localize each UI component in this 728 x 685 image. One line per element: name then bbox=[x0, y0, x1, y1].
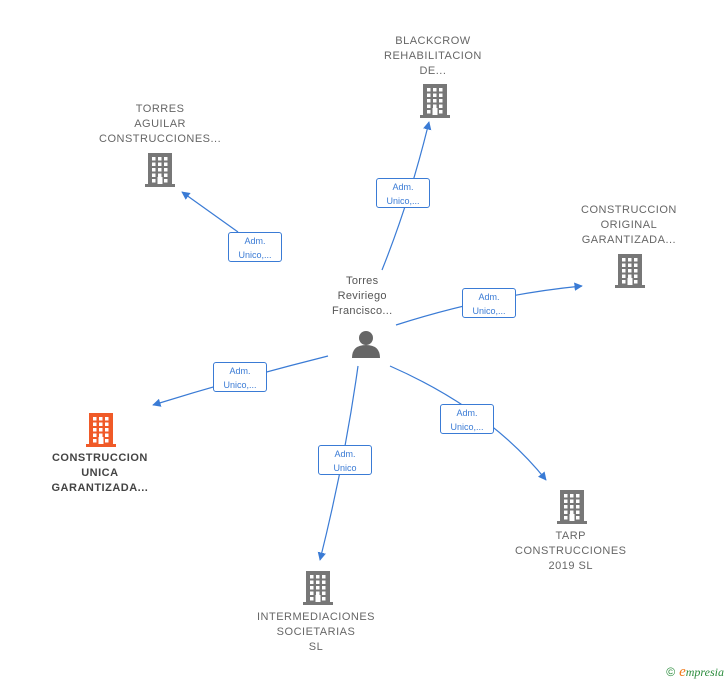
edge-label-intermediaciones[interactable]: Adm. Unico bbox=[318, 445, 372, 475]
company-label-tarp-line: 2019 SL bbox=[548, 560, 593, 572]
copyright-symbol: © bbox=[666, 665, 676, 679]
edge-label-line: Adm. bbox=[244, 236, 266, 246]
person-name-label-line: Reviriego bbox=[337, 290, 387, 302]
edge-label-line: Adm. bbox=[478, 292, 500, 302]
edge-label-line: Adm. bbox=[456, 408, 478, 418]
company-label-construccion-unica-line: GARANTIZADA... bbox=[51, 482, 149, 494]
edge-label-line: Unico bbox=[333, 463, 357, 473]
company-label-blackcrow[interactable]: BLACKCROW REHABILITACION DE... bbox=[384, 34, 482, 79]
company-label-intermediaciones-line: SL bbox=[308, 641, 324, 653]
company-label-construccion-unica-line: CONSTRUCCION bbox=[51, 452, 148, 464]
edge-label-line: Unico,... bbox=[223, 380, 257, 390]
company-label-tarp[interactable]: TARP CONSTRUCCIONES 2019 SL bbox=[515, 529, 627, 574]
company-label-tarp-line: TARP bbox=[555, 530, 587, 542]
person-icon[interactable] bbox=[352, 331, 380, 358]
company-label-construccion-original-line: ORIGINAL bbox=[600, 219, 658, 231]
building-icon[interactable] bbox=[557, 490, 587, 524]
edge-label-construccion-unica[interactable]: Adm. Unico,... bbox=[213, 362, 267, 392]
building-icon[interactable] bbox=[303, 571, 333, 605]
building-icon[interactable] bbox=[615, 254, 645, 288]
company-label-torres-aguilar-line: CONSTRUCCIONES... bbox=[99, 133, 222, 145]
edge-label-line: Adm. bbox=[334, 449, 356, 459]
edge-label-line: Unico,... bbox=[472, 306, 506, 316]
building-icon[interactable] bbox=[86, 413, 116, 447]
company-label-tarp-line: CONSTRUCCIONES bbox=[515, 545, 627, 557]
building-icon[interactable] bbox=[420, 84, 450, 118]
company-label-blackcrow-line: BLACKCROW bbox=[395, 35, 471, 47]
company-label-torres-aguilar-line: AGUILAR bbox=[134, 118, 186, 130]
company-label-blackcrow-line: DE... bbox=[419, 65, 447, 77]
company-label-construccion-unica-line: UNICA bbox=[81, 467, 119, 479]
company-label-blackcrow-line: REHABILITACION bbox=[384, 50, 482, 62]
person-name-label-line: Francisco... bbox=[332, 305, 393, 317]
edge-torres-aguilar bbox=[181, 191, 239, 233]
company-label-intermediaciones-line: SOCIETARIAS bbox=[276, 626, 356, 638]
company-label-torres-aguilar[interactable]: TORRES AGUILAR CONSTRUCCIONES... bbox=[99, 102, 221, 147]
building-icon[interactable] bbox=[145, 153, 175, 187]
person-name-label-line: Torres bbox=[346, 275, 379, 287]
edge-label-construccion-original[interactable]: Adm. Unico,... bbox=[462, 288, 516, 318]
brand-name: mpresia bbox=[685, 665, 724, 679]
company-label-intermediaciones-line: INTERMEDIACIONES bbox=[257, 611, 376, 623]
edge-label-line: Unico,... bbox=[386, 196, 420, 206]
edge-label-torres-aguilar[interactable]: Adm. Unico,... bbox=[228, 232, 282, 262]
company-label-torres-aguilar-line: TORRES bbox=[135, 103, 185, 115]
edge-label-blackcrow[interactable]: Adm. Unico,... bbox=[376, 178, 430, 208]
empresia-watermark: ©empresia bbox=[666, 664, 724, 681]
company-label-construccion-unica[interactable]: CONSTRUCCION UNICA GARANTIZADA... bbox=[52, 451, 149, 496]
edge-label-line: Adm. bbox=[229, 366, 251, 376]
company-label-construccion-original-line: GARANTIZADA... bbox=[581, 234, 677, 246]
edge-label-line: Unico,... bbox=[450, 422, 484, 432]
edge-label-tarp[interactable]: Adm. Unico,... bbox=[440, 404, 494, 434]
edge-label-line: Unico,... bbox=[238, 250, 272, 260]
company-label-construccion-original-line: CONSTRUCCION bbox=[581, 204, 677, 216]
edge-label-line: Adm. bbox=[392, 182, 414, 192]
company-label-construccion-original[interactable]: CONSTRUCCION ORIGINAL GARANTIZADA... bbox=[581, 203, 677, 248]
brand-initial: e bbox=[679, 664, 686, 680]
company-label-intermediaciones[interactable]: INTERMEDIACIONES SOCIETARIAS SL bbox=[257, 610, 375, 655]
